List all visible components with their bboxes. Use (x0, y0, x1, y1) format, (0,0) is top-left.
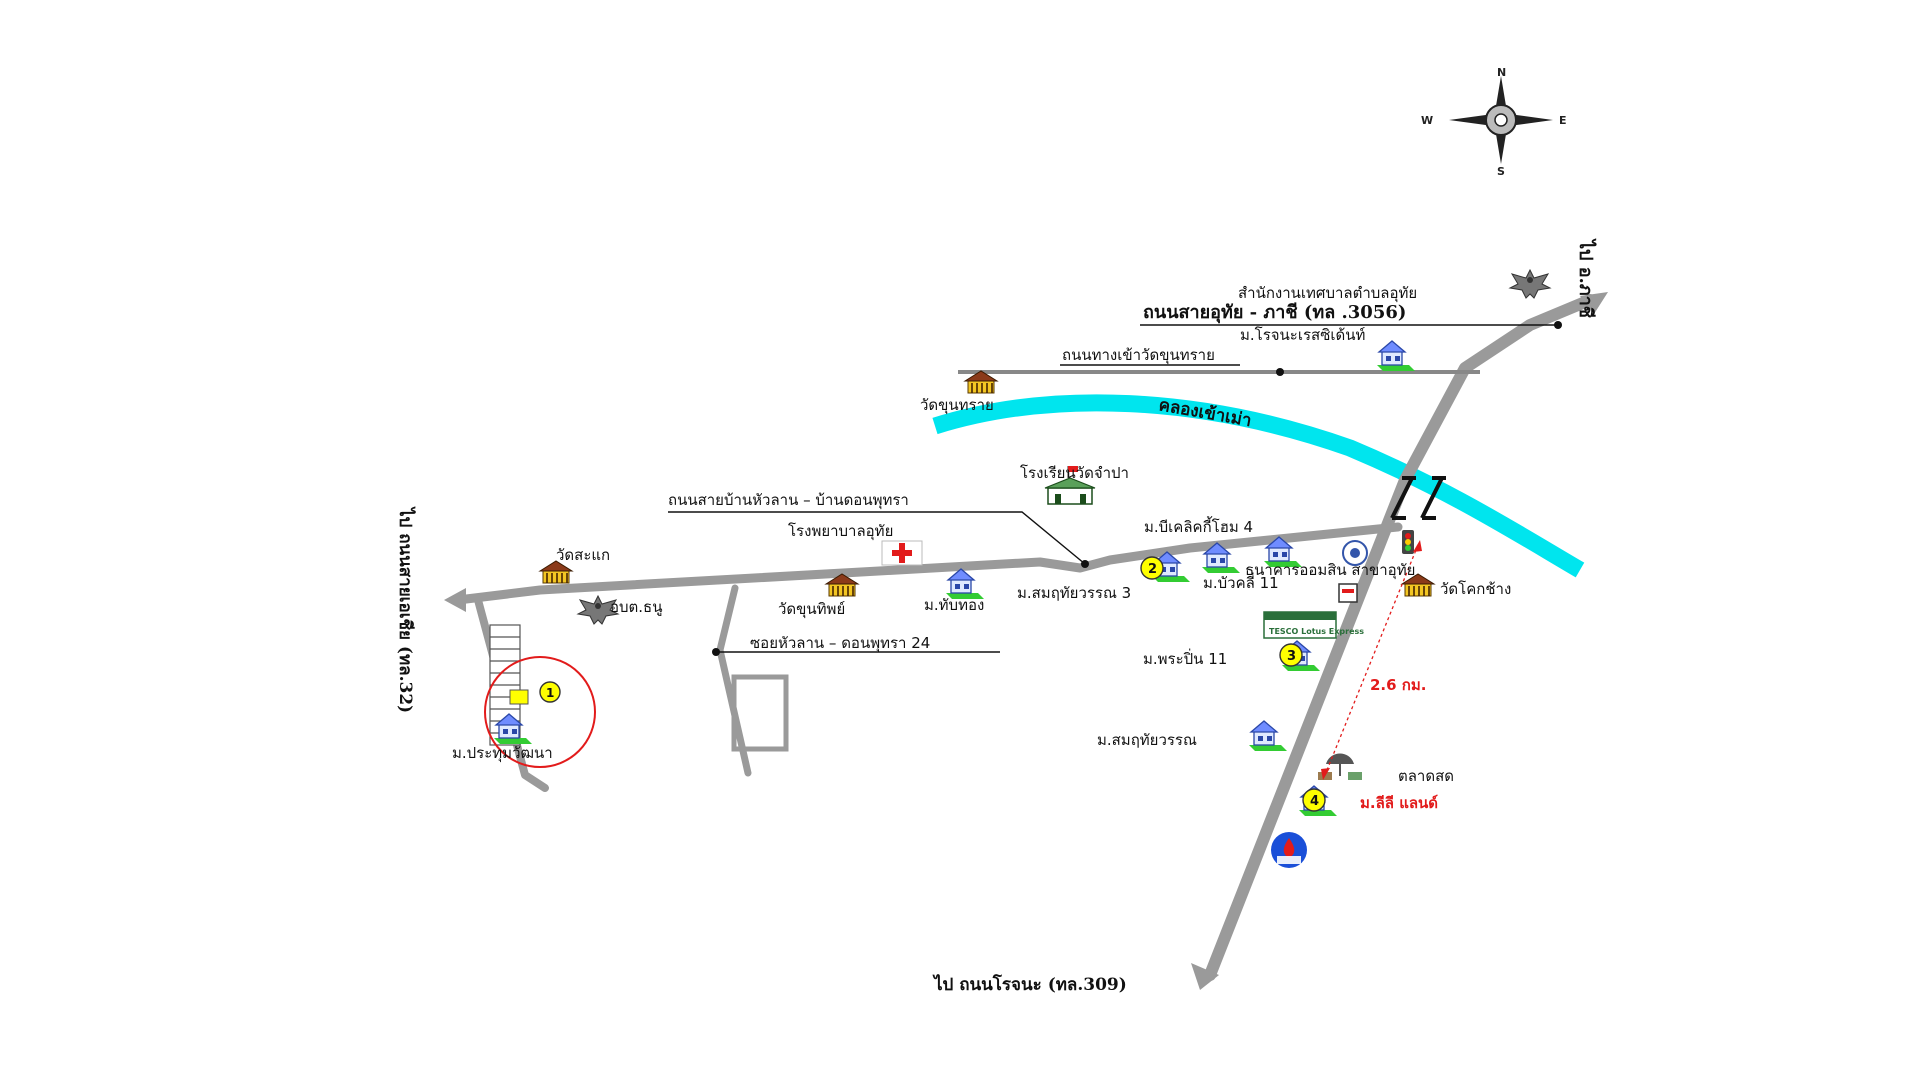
label-phraphin-11: ม.พระปิ่น 11 (1143, 648, 1227, 668)
marker-1[interactable]: 1 (539, 681, 561, 703)
highway-3056 (1191, 292, 1608, 990)
label-hospital: โรงพยาบาลอุทัย (788, 522, 893, 541)
area-block (731, 674, 789, 752)
compass-e: E (1559, 114, 1567, 127)
seven-eleven-icon (1338, 583, 1358, 603)
label-somruthai: ม.สมฤทัยวรรณ (1097, 731, 1197, 749)
marker-2[interactable]: 2 (1140, 556, 1164, 580)
road-soi-24 (716, 584, 752, 777)
gas-station-icon (1271, 832, 1307, 868)
marker-2-label: 2 (1148, 562, 1157, 577)
label-school: โรงเรียนวัดจำปา (1020, 464, 1129, 482)
label-road-3056: ถนนสายอุทัย - ภาชี (ทล .3056) (1143, 302, 1406, 324)
leader-lines (668, 321, 1562, 656)
label-to-rojana: ไป ถนนโรจนะ (ทล.309) (932, 974, 1127, 995)
temple-icon (964, 370, 998, 394)
label-prathum-wattana: ม.ประทุมวัฒนา (452, 744, 553, 763)
label-wat-khun-thip: วัดขุนทิพย์ (778, 600, 845, 619)
canal (932, 394, 1585, 578)
label-gsb: ธนาคารออมสิน สาขาอุทัย (1245, 561, 1415, 580)
label-road-hua-lan: ถนนสายบ้านหัวลาน – บ้านดอนพุทรา (668, 491, 909, 510)
tesco-lotus-label: TESCO Lotus Express (1269, 627, 1364, 636)
school-icon (1044, 466, 1096, 505)
label-thap-thong: ม.ทับทอง (924, 596, 984, 614)
traffic-light-icon (1402, 530, 1414, 554)
label-entrance-khun-sai: ถนนทางเข้าวัดขุนทราย (1062, 346, 1215, 365)
target-highlight-circle (484, 656, 596, 768)
road-hua-lan (444, 522, 1403, 612)
compass-n: N (1497, 66, 1506, 79)
label-soi-24: ซอยหัวลาน – ดอนพุทรา 24 (750, 634, 930, 653)
temple-icon (539, 560, 573, 584)
distance-indicator (1321, 540, 1422, 780)
bank-gsb-icon (1342, 540, 1368, 566)
label-somruthai-3: ม.สมฤทัยวรรณ 3 (1017, 584, 1131, 602)
label-wat-khun-sai: วัดขุนทราย (920, 396, 994, 415)
label-rojana-residence: ม.โรจนะเรสซิเด้นท์ (1240, 326, 1365, 344)
label-to-phachi: ไป อ.ภาชี (1575, 238, 1597, 318)
house-icon (1248, 720, 1288, 752)
label-canal: คลองเข้าเม่า (1157, 395, 1253, 431)
garuda-municipal-icon (1509, 269, 1551, 299)
label-buakhli-11: ม.บัวคลี่ 11 (1203, 572, 1279, 592)
label-wat-sakae: วัดสะแก (556, 546, 610, 564)
label-fresh-market: ตลาดสด (1398, 767, 1454, 785)
label-distance: 2.6 กม. (1370, 676, 1426, 694)
label-municipal-office: สำนักงานเทศบาลตำบลอุทัย (1238, 284, 1417, 303)
junction-dot (1276, 368, 1284, 376)
label-wat-khok-chang: วัดโคกช้าง (1440, 580, 1511, 598)
house-icon (1376, 340, 1416, 372)
compass-w: W (1421, 114, 1433, 127)
house-icon (945, 568, 985, 600)
highlight-yellow (509, 689, 529, 705)
marker-4[interactable]: 4 (1302, 788, 1326, 812)
label-bclick-home-4: ม.บีเคลิคกี้โฮม 4 (1144, 516, 1253, 536)
label-lili-land: ม.ลีลี แลนด์ (1360, 794, 1438, 812)
tesco-lotus-icon: TESCO Lotus Express (1263, 611, 1364, 639)
compass-rose: N S E W (1421, 66, 1567, 178)
compass-s: S (1497, 165, 1505, 178)
label-to-asia-road: ไป ถนนสายเอเชีย (ทล.32) (395, 506, 416, 713)
marker-3[interactable]: 3 (1279, 643, 1303, 667)
marker-1-label: 1 (546, 686, 554, 700)
marker-4-label: 4 (1310, 794, 1319, 809)
bridge (1390, 476, 1446, 520)
hospital-icon (881, 540, 923, 566)
marker-3-label: 3 (1287, 649, 1296, 664)
label-obt-chon: อบต.ธนู (610, 598, 662, 616)
